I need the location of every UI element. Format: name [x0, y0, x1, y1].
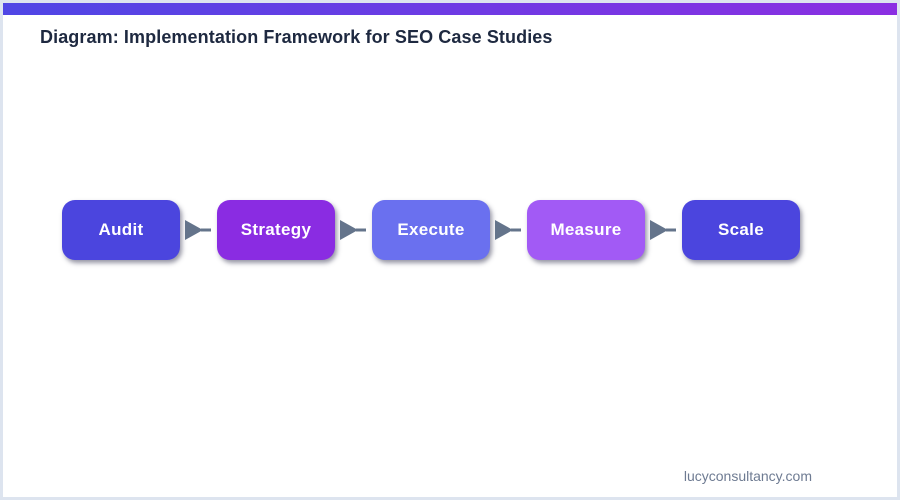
flow-step-audit: Audit: [62, 200, 180, 260]
page-title: Diagram: Implementation Framework for SE…: [40, 27, 553, 47]
process-flow: Audit Strategy Execute: [62, 200, 800, 260]
flow-step-label: Strategy: [240, 220, 312, 239]
flow-step-label: Execute: [397, 220, 465, 239]
arrow-right-icon: [335, 215, 372, 245]
flow-step-measure: Measure: [527, 200, 645, 260]
flow-step-execute: Execute: [372, 200, 490, 260]
flow-step-label: Audit: [98, 220, 144, 239]
arrow-right-icon: [490, 215, 527, 245]
arrow-right-icon: [180, 215, 217, 245]
flow-step-label: Scale: [718, 220, 764, 239]
flow-step-strategy: Strategy: [217, 200, 335, 260]
watermark-url: lucyconsultancy.com: [683, 468, 812, 484]
top-accent-bar: [3, 3, 897, 15]
flow-step-label: Measure: [550, 220, 622, 239]
flow-step-scale: Scale: [682, 200, 800, 260]
arrow-right-icon: [645, 215, 682, 245]
